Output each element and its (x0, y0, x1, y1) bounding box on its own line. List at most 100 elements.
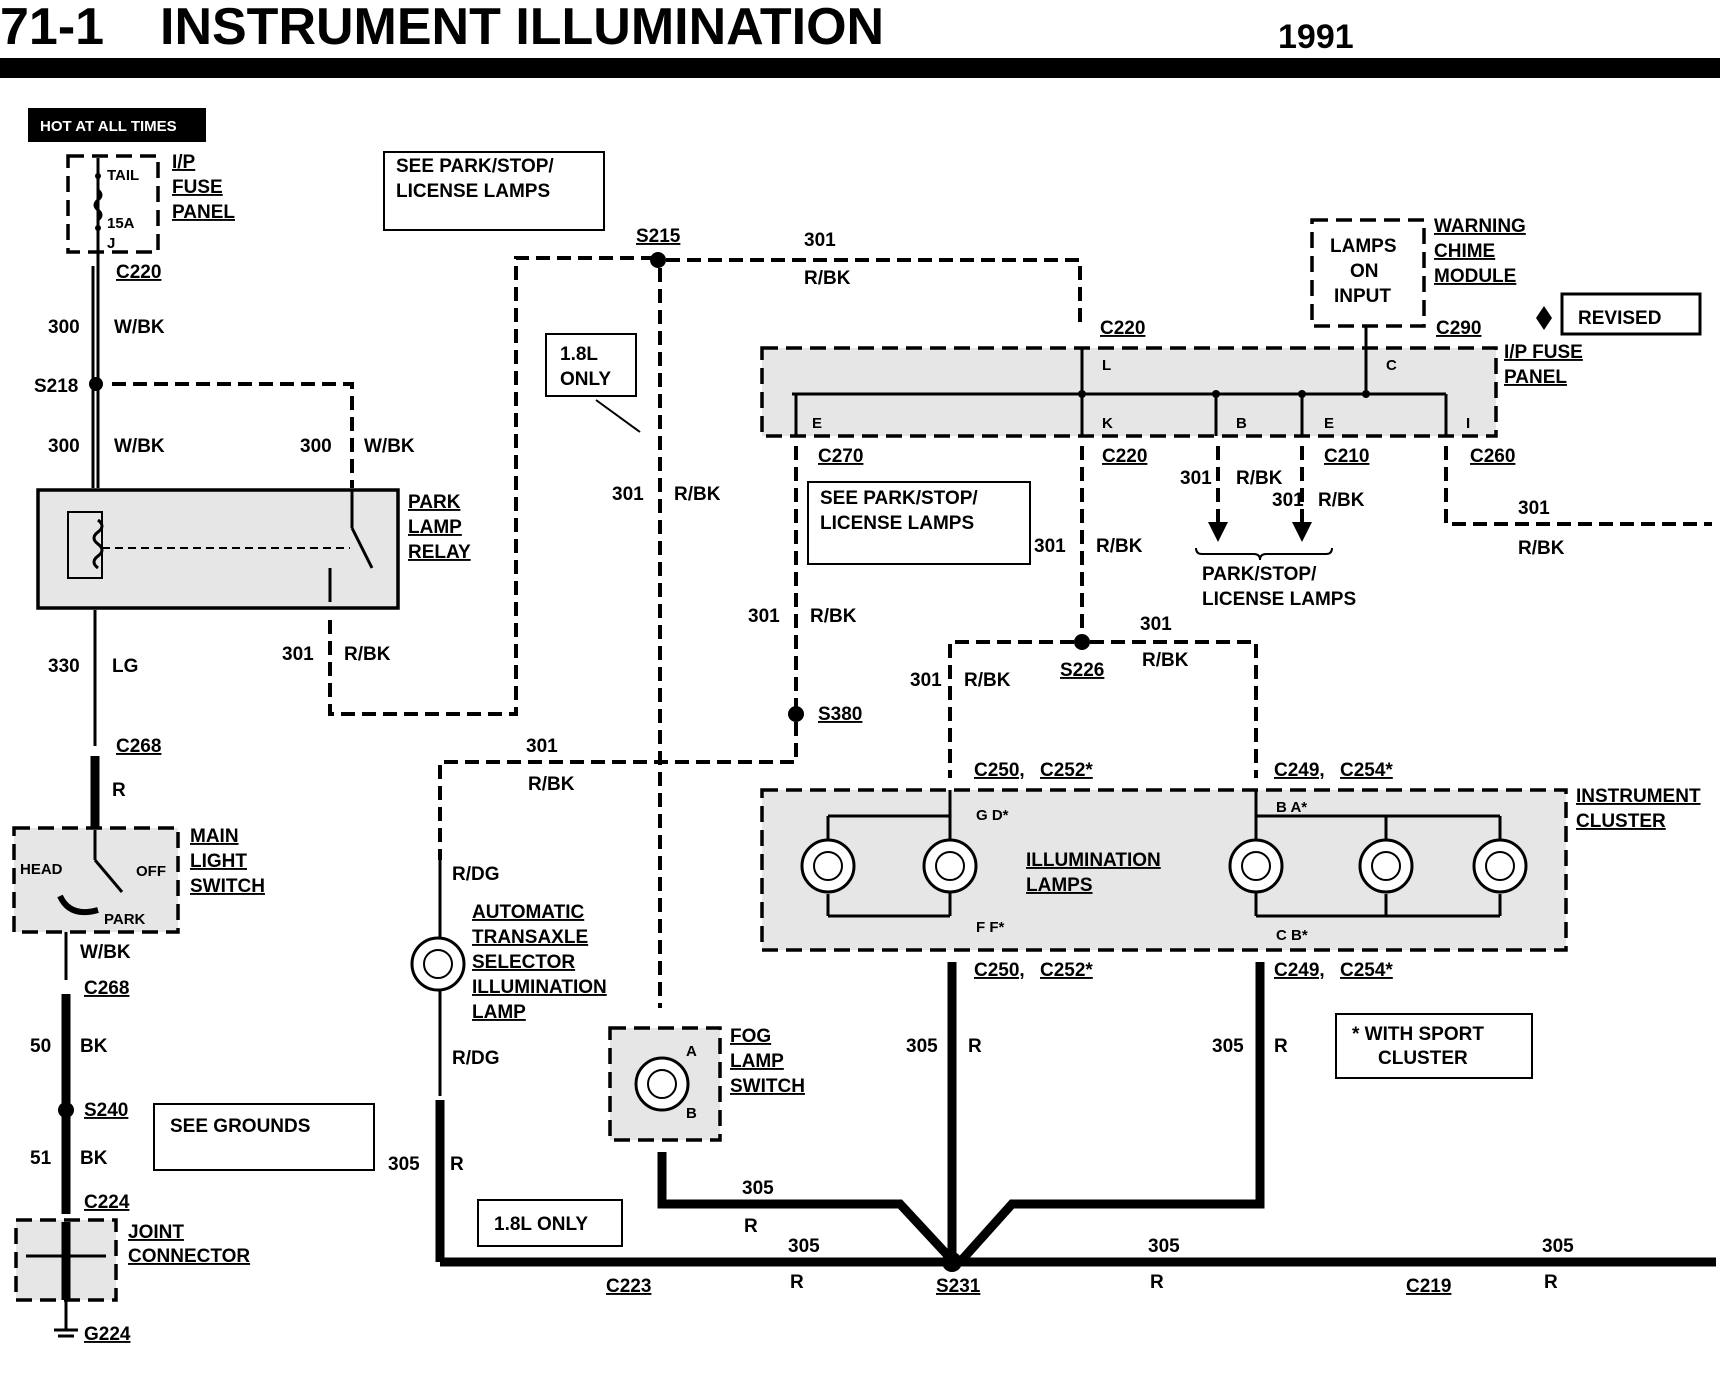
wire-305-label: 305 (388, 1154, 420, 1175)
wire-301-label: 301 (282, 644, 314, 665)
connector-c249-bottom: C249, (1274, 960, 1325, 981)
wire-301-label: 301 (1034, 536, 1066, 557)
chime-box-label: ON (1350, 261, 1379, 282)
wire-301-label: 301 (1140, 614, 1172, 635)
wire-305-label: 305 (906, 1036, 938, 1057)
transaxle-label-4: ILLUMINATION (472, 977, 607, 998)
wire-50-label: 50 (30, 1036, 51, 1057)
header-rule (0, 58, 1720, 78)
wire-300-label: 300 (48, 436, 80, 457)
connector-c249-top: C249, (1274, 760, 1325, 781)
wire-51-label: 51 (30, 1148, 52, 1169)
wire-rbk-label: R/BK (1318, 490, 1365, 511)
see-grounds-note: SEE GROUNDS (153, 1103, 375, 1171)
splice-s380: S380 (818, 704, 862, 725)
pin-label: G D* (976, 807, 1009, 824)
wire-bk-label: BK (80, 1148, 108, 1169)
fog-label-2: LAMP (730, 1051, 784, 1072)
wire-rdg-label: R/DG (452, 864, 500, 885)
wire-301-label: 301 (1180, 468, 1212, 489)
relay-label-1: PARK (408, 492, 461, 513)
chime-box-label: INPUT (1334, 286, 1391, 307)
wire-305-label: 305 (742, 1178, 774, 1199)
connector-c254-top: C254* (1340, 760, 1393, 781)
note-line: ONLY (560, 369, 611, 390)
wire-r-label: R (1544, 1272, 1558, 1293)
switch-label-3: SWITCH (190, 876, 265, 897)
transaxle-label-1: AUTOMATIC (472, 902, 585, 923)
splice-s218: S218 (34, 376, 78, 397)
wire-301-label: 301 (526, 736, 558, 757)
wire-rbk-label: R/BK (1236, 468, 1283, 489)
fuse-panel-label-2: FUSE (172, 177, 223, 198)
transaxle-label-5: LAMP (472, 1002, 526, 1023)
hot-badge-label: HOT AT ALL TIMES (40, 118, 177, 135)
splice-s240: S240 (84, 1100, 128, 1121)
c270-branch: 301 R/BK S380 301 R/BK (438, 446, 862, 860)
wire-300-label: 300 (48, 317, 80, 338)
connector-c250-top: C250, (974, 760, 1025, 781)
cluster-ground-wires: C250, C252* C249, C254* 305 R 305 R (906, 960, 1393, 1266)
pin-label: C B* (1276, 927, 1308, 944)
fog-label-1: FOG (730, 1026, 771, 1047)
wire-305-label: 305 (788, 1236, 820, 1257)
switch-off-label: OFF (136, 863, 166, 880)
see-grounds-label: SEE GROUNDS (170, 1116, 310, 1137)
joint-label-2: CONNECTOR (128, 1246, 250, 1267)
note-line: LICENSE LAMPS (820, 513, 974, 534)
wire-301-label: 301 (1518, 498, 1550, 519)
wire-r-label: R (744, 1216, 758, 1237)
illumination-lamp (1472, 838, 1528, 894)
connector-c268-lower: C268 (84, 978, 129, 999)
relay-label-3: RELAY (408, 542, 471, 563)
warning-chime-module: LAMPS ON INPUT WARNING CHIME MODULE C290 (1310, 216, 1526, 339)
connector-c223: C223 (606, 1276, 651, 1297)
pin-label: L (1102, 357, 1111, 374)
pin-label: E (1324, 415, 1334, 432)
relay-to-switch-wire: 330 LG C268 R (48, 610, 161, 828)
switch-head-label: HEAD (20, 861, 63, 878)
s226-branch: S226 301 R/BK 301 R/BK C250, C252* C249,… (910, 614, 1393, 781)
wire-rbk-label: R/BK (674, 484, 721, 505)
connector-c270: C270 (818, 446, 863, 467)
fuse-panel-label-3: PANEL (172, 202, 235, 223)
wire-rbk-label: R/BK (810, 606, 857, 627)
hot-at-all-times-badge: HOT AT ALL TIMES (28, 108, 206, 142)
connector-c220-left: C220 (116, 262, 161, 283)
switch-park-label: PARK (104, 911, 146, 928)
sport-cluster-note: * WITH SPORT CLUSTER (1335, 1013, 1533, 1079)
wire-301-label: 301 (804, 230, 836, 251)
fuse-panel-right-label-2: PANEL (1504, 367, 1567, 388)
wire-rbk-label: R/BK (1518, 538, 1565, 559)
relay-output-301: 301 R/BK (282, 256, 656, 716)
wire-bk-label: BK (80, 1036, 108, 1057)
note-line: 1.8L (560, 344, 598, 365)
page-title: INSTRUMENT ILLUMINATION (160, 0, 884, 56)
illumination-lamp (1358, 838, 1414, 894)
fog-label-3: SWITCH (730, 1076, 805, 1097)
fuse-panel-label-1: I/P (172, 152, 196, 173)
fog-lamp-switch: A B FOG LAMP SWITCH 305 R (608, 1026, 956, 1264)
wire-300-label: 300 (300, 436, 332, 457)
pin-label: B A* (1276, 799, 1307, 816)
wire-305-label: 305 (1148, 1236, 1180, 1257)
cluster-label-1: INSTRUMENT (1576, 786, 1701, 807)
transaxle-label-3: SELECTOR (472, 952, 575, 973)
fuse-rating-label: 15A (107, 215, 135, 232)
revised-badge: REVISED (1536, 292, 1702, 336)
header: 71-1 INSTRUMENT ILLUMINATION 1991 (0, 0, 1720, 78)
connector-c250-bottom: C250, (974, 960, 1025, 981)
pin-label: C (1386, 357, 1397, 374)
connector-c252-bottom: C252* (1040, 960, 1093, 981)
chime-box-label: LAMPS (1330, 236, 1397, 257)
joint-connector: JOINT CONNECTOR G224 (14, 1218, 250, 1345)
illumination-lamp (1228, 838, 1284, 894)
see-park-note-2: SEE PARK/STOP/ LICENSE LAMPS (807, 481, 1031, 565)
wire-r-label: R (790, 1272, 804, 1293)
splice-s215-label: S215 (636, 226, 681, 247)
connector-c210: C210 (1324, 446, 1369, 467)
wire-rbk-label: R/BK (528, 774, 575, 795)
illumination-lamp (922, 838, 978, 894)
wire-301-label: 301 (612, 484, 644, 505)
connector-c252-top: C252* (1040, 760, 1093, 781)
